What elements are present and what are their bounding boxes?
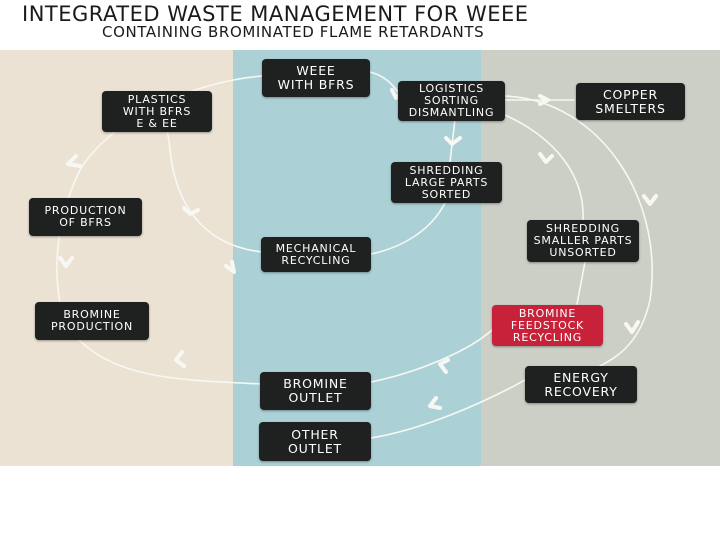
production-bfrs-box: PRODUCTION OF BFRS xyxy=(29,198,142,236)
copper-smelters-box: COPPER SMELTERS xyxy=(576,83,685,120)
plastics-box: PLASTICS WITH BFRS E & EE xyxy=(102,91,212,132)
arrowhead xyxy=(58,256,74,268)
page-title: INTEGRATED WASTE MANAGEMENT FOR WEEE xyxy=(22,2,529,26)
energy-to-other-line xyxy=(370,379,526,439)
weee-to-logistics-line xyxy=(369,71,399,93)
title-area: INTEGRATED WASTE MANAGEMENT FOR WEEE CON… xyxy=(0,0,720,50)
bromine-outlet-box: BROMINE OUTLET xyxy=(260,372,371,410)
arrowhead xyxy=(224,260,236,274)
arrowhead xyxy=(66,154,82,168)
other-outlet-box: OTHER OUTLET xyxy=(259,422,371,461)
logistics-sorting-box: LOGISTICS SORTING DISMANTLING xyxy=(398,81,505,121)
arrowhead xyxy=(438,358,450,374)
shredding-large-box: SHREDDING LARGE PARTS SORTED xyxy=(391,162,502,203)
arrowheads xyxy=(58,88,658,410)
logistics-to-shredding-smaller-line xyxy=(504,114,584,221)
energy-recovery-box: ENERGY RECOVERY xyxy=(525,366,637,403)
logistics-to-shredding-large-line xyxy=(449,118,456,163)
arrowhead xyxy=(538,152,554,164)
arrowhead xyxy=(428,396,442,410)
arrowhead xyxy=(444,136,462,146)
arrowhead xyxy=(538,94,550,106)
bromine-production-box: BROMINE PRODUCTION xyxy=(35,302,149,340)
shredding-smaller-box: SHREDDING SMALLER PARTS UNSORTED xyxy=(527,220,639,262)
arrowhead xyxy=(174,350,186,368)
flow-lines xyxy=(56,71,653,439)
mechanical-recycling-box: MECHANICAL RECYCLING xyxy=(261,237,371,272)
smaller-to-feedstock-line xyxy=(576,261,586,305)
feedstock-to-outlet-line xyxy=(370,329,493,383)
weee-with-bfrs-box: WEEE WITH BFRS xyxy=(262,59,370,97)
shredding-large-to-mechanical-line xyxy=(370,202,446,255)
arrowhead xyxy=(624,320,640,334)
arrowhead xyxy=(182,206,200,216)
outer-right-loop-line xyxy=(504,95,653,367)
bromine-feedstock-box: BROMINE FEEDSTOCK RECYCLING xyxy=(492,305,603,346)
arrowhead xyxy=(642,194,658,206)
page-subtitle: CONTAINING BROMINATED FLAME RETARDANTS xyxy=(102,23,485,41)
